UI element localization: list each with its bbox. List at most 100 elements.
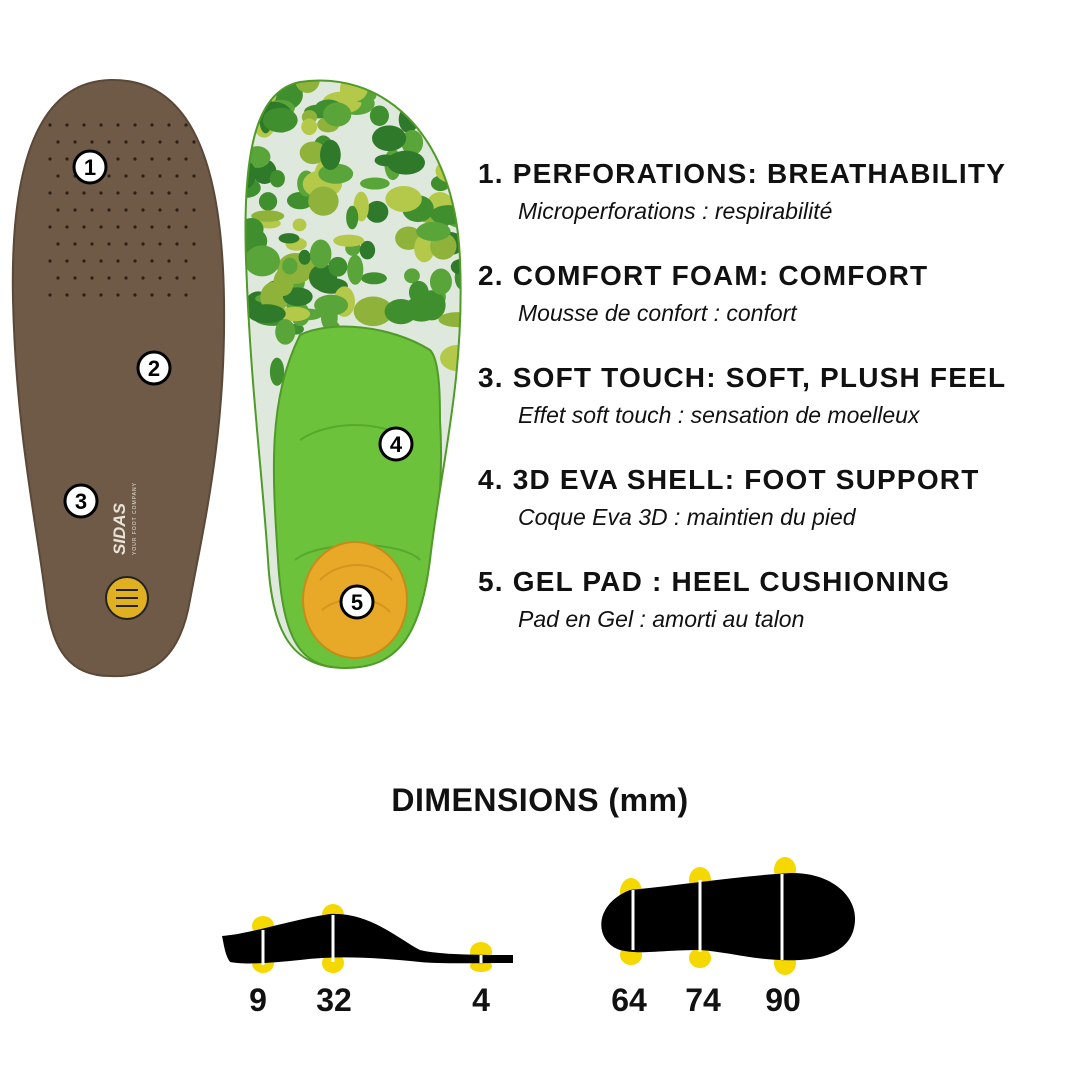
perforation [192,242,196,246]
camo-blob [458,80,461,92]
perforation [56,174,60,178]
perforation [175,174,179,178]
dimension-value: 64 [611,982,647,1018]
camo-blob [360,177,390,190]
perforations [48,123,196,297]
perforation [175,242,179,246]
perforation [184,191,188,195]
perforation [48,293,52,297]
perforation [107,276,111,280]
perforation [73,140,77,144]
feature-subtitle-2: Mousse de confort : confort [518,300,797,326]
camo-blob [438,119,457,141]
perforation [133,191,137,195]
camo-blob [430,205,461,225]
perforation [184,225,188,229]
camo-blob [278,306,311,322]
perforation [158,140,162,144]
camo-blob [453,80,461,94]
perforation [175,208,179,212]
camo-blob [333,234,365,247]
perforation [82,225,86,229]
side-profile-diagram [222,904,513,973]
perforation [158,242,162,246]
perforation [82,191,86,195]
perforation [48,191,52,195]
camo-blob [320,303,338,331]
perforation [158,174,162,178]
perforation [90,242,94,246]
camo-blob [275,319,296,345]
camo-blob [262,107,298,133]
camo-blob [282,257,298,275]
dimension-value: 90 [765,982,801,1018]
perforation [175,140,179,144]
dimension-value: 9 [249,982,267,1018]
perforation [65,123,69,127]
perforation [124,174,128,178]
perforation [48,157,52,161]
camo-blob [295,80,320,93]
perforation [133,259,137,263]
camo-blob [386,150,425,175]
camo-blob [404,268,420,284]
perforation [56,276,60,280]
camo-blob [278,233,300,244]
camo-blob [247,304,286,324]
perforation [158,276,162,280]
perforation [116,259,120,263]
perforation [48,123,52,127]
dimension-value: 4 [472,982,490,1018]
perforation [141,242,145,246]
camo-blob [372,125,407,152]
camo-blob [435,158,461,184]
svg-text:2: 2 [148,356,160,381]
camo-blob [438,312,461,328]
camo-blob [320,139,341,171]
camo-blob [398,106,419,133]
perforation [124,276,128,280]
camo-blob [298,249,311,265]
perforation [116,293,120,297]
perforation [167,225,171,229]
perforation [65,293,69,297]
dimensions-title: DIMENSIONS (mm) [391,782,689,818]
camo-blob [365,200,389,223]
perforation [99,123,103,127]
camo-blob [359,240,376,260]
svg-text:1: 1 [84,155,96,180]
perforation [116,157,120,161]
perforation [167,191,171,195]
perforation [56,208,60,212]
perforation [65,259,69,263]
perforation [99,293,103,297]
svg-text:3: 3 [75,489,87,514]
camo-blob [346,205,359,230]
camo-blob [361,272,387,285]
perforation [99,259,103,263]
perforation [65,157,69,161]
perforation [90,140,94,144]
camo-blob [416,221,451,242]
perforation [141,208,145,212]
perforation [90,276,94,280]
top-profile-diagram [601,857,856,975]
perforation [73,242,77,246]
leather-insole [11,78,226,678]
perforation [90,208,94,212]
svg-text:YOUR FOOT COMPANY: YOUR FOOT COMPANY [132,482,138,555]
camo-blob [245,160,256,189]
perforation [141,174,145,178]
camo-blob [251,210,285,222]
perforation [116,191,120,195]
perforation [107,208,111,212]
camo-blob [245,218,264,241]
perforation [124,140,128,144]
perforation [133,123,137,127]
camo-blob [431,115,444,145]
perforation [184,259,188,263]
perforation [167,293,171,297]
feature-subtitle-1: Microperforations : respirabilité [518,198,833,224]
camo-blob [269,170,285,188]
perforation [56,140,60,144]
